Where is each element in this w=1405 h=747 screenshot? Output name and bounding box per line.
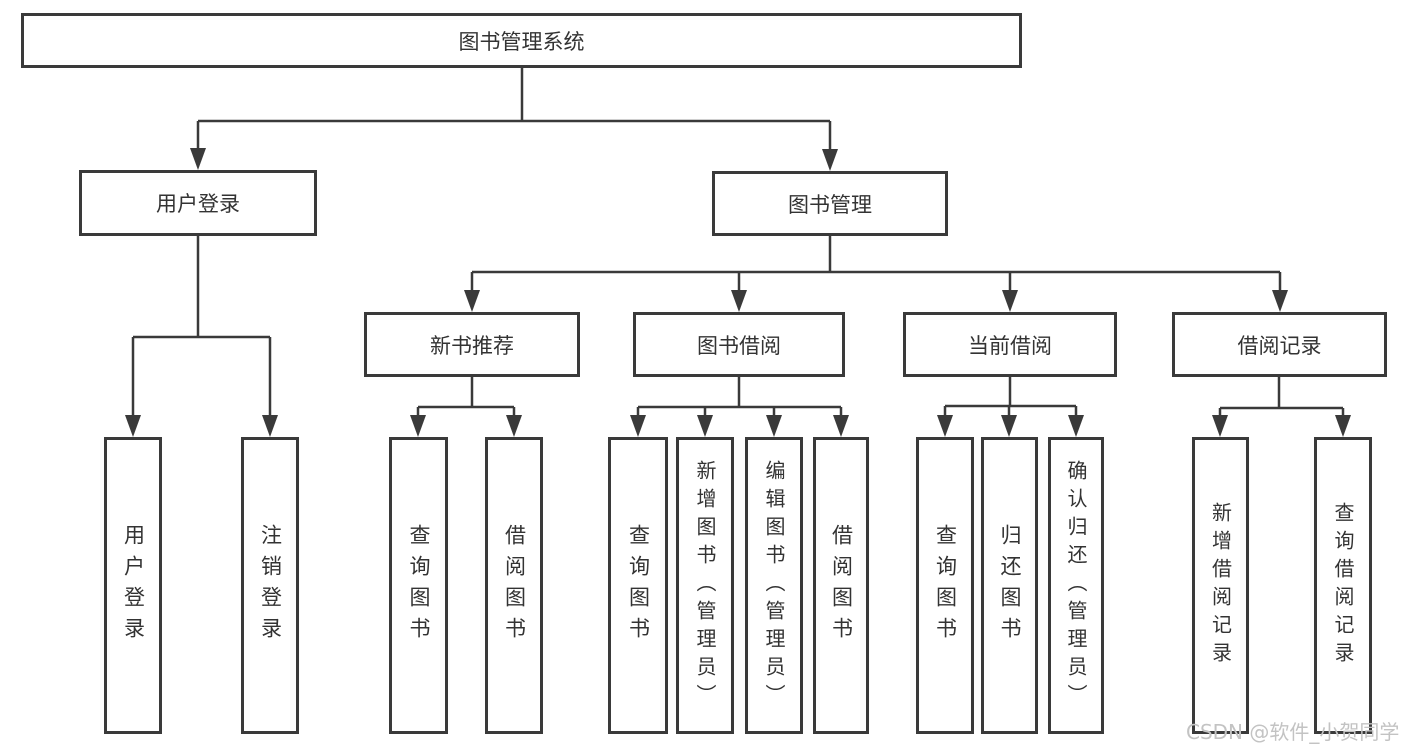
leaf-return-books: 归还图书 — [981, 437, 1038, 734]
leaf-borrow-books-2: 借阅图书 — [813, 437, 869, 734]
leaf-borrow-books-1-label: 借阅图书 — [502, 523, 527, 648]
leaf-add-borrow-record-label: 新增借阅记录 — [1208, 501, 1233, 670]
leaf-query-books-3: 查询图书 — [916, 437, 974, 734]
leaf-edit-books-admin-label: 编辑图书（管理员） — [762, 459, 786, 712]
node-current-borrow-label: 当前借阅 — [968, 333, 1052, 358]
leaf-confirm-return-admin-label: 确认归还（管理员） — [1064, 459, 1088, 712]
leaf-query-books-1: 查询图书 — [389, 437, 448, 734]
leaf-logout: 注销登录 — [241, 437, 299, 734]
node-borrow-records-label: 借阅记录 — [1237, 333, 1322, 358]
arrowheads — [125, 148, 1351, 437]
leaf-logout-label: 注销登录 — [258, 523, 283, 648]
node-borrow-records: 借阅记录 — [1172, 312, 1387, 377]
node-book-management-label: 图书管理 — [788, 192, 872, 217]
leaf-edit-books-admin: 编辑图书（管理员） — [745, 437, 803, 734]
leaf-query-borrow-record: 查询借阅记录 — [1314, 437, 1372, 734]
leaf-add-books-admin-label: 新增图书（管理员） — [693, 459, 717, 712]
leaf-query-books-2: 查询图书 — [608, 437, 668, 734]
leaf-query-books-2-label: 查询图书 — [626, 523, 651, 648]
node-root: 图书管理系统 — [21, 13, 1022, 68]
leaf-query-borrow-record-label: 查询借阅记录 — [1331, 501, 1355, 670]
node-user-login-label: 用户登录 — [156, 192, 240, 216]
csdn-watermark: CSDN @软件_小贺同学 — [1186, 720, 1400, 744]
leaf-confirm-return-admin: 确认归还（管理员） — [1048, 437, 1104, 734]
node-book-management: 图书管理 — [712, 171, 948, 236]
leaf-add-borrow-record: 新增借阅记录 — [1192, 437, 1249, 734]
node-user-login: 用户登录 — [79, 170, 317, 236]
node-root-label: 图书管理系统 — [458, 29, 585, 54]
node-book-borrow-label: 图书借阅 — [697, 333, 781, 358]
leaf-query-books-1-label: 查询图书 — [407, 523, 431, 648]
node-new-book-recommend-label: 新书推荐 — [430, 333, 514, 358]
node-current-borrow: 当前借阅 — [903, 312, 1117, 377]
node-book-borrow: 图书借阅 — [633, 312, 845, 377]
leaf-user-login: 用户登录 — [104, 437, 162, 734]
leaf-user-login-label: 用户登录 — [121, 523, 146, 648]
leaf-borrow-books-1: 借阅图书 — [485, 437, 543, 734]
node-new-book-recommend: 新书推荐 — [364, 312, 580, 377]
leaf-query-books-3-label: 查询图书 — [933, 523, 958, 648]
leaf-return-books-label: 归还图书 — [998, 523, 1022, 648]
leaf-borrow-books-2-label: 借阅图书 — [829, 523, 854, 648]
leaf-add-books-admin: 新增图书（管理员） — [676, 437, 734, 734]
